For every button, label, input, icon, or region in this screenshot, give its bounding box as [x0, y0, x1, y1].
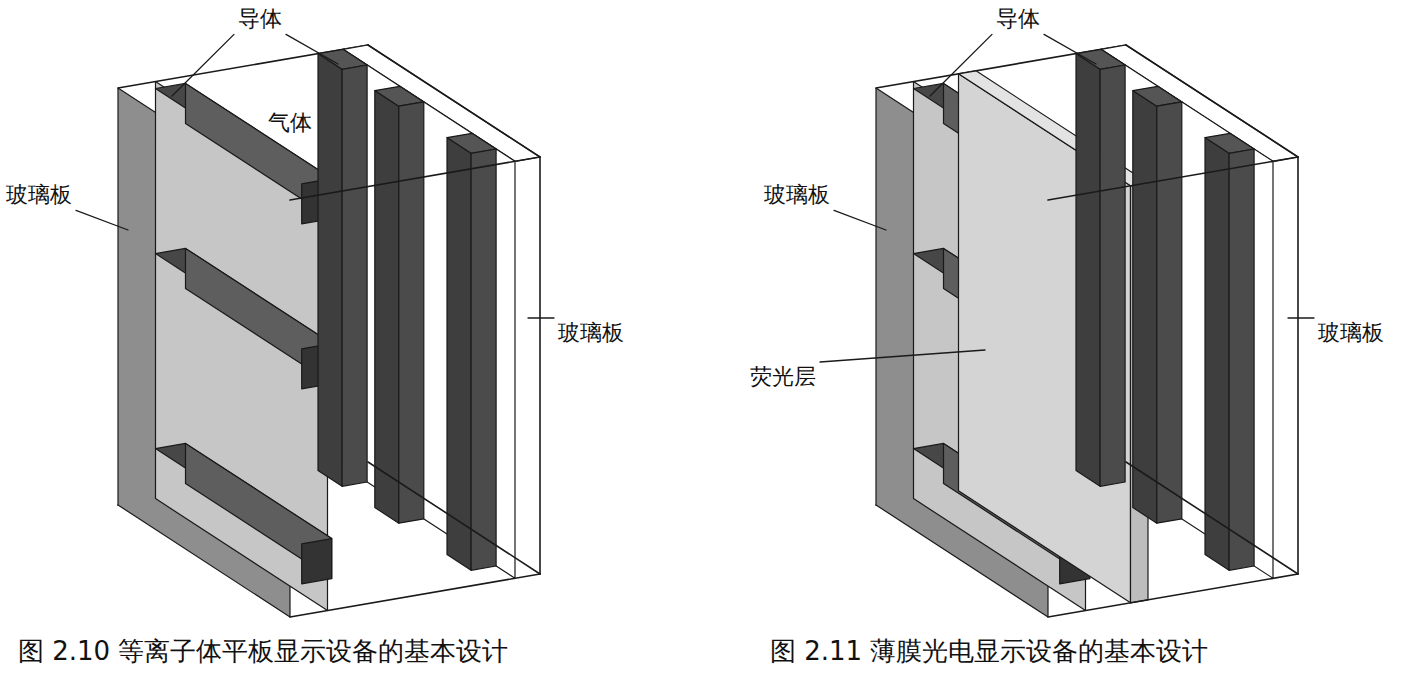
conductor-bar — [471, 149, 496, 570]
glass-plate — [343, 49, 515, 578]
conductor-bar — [1157, 102, 1182, 523]
conductor-bar — [1205, 138, 1229, 571]
conductor-bar — [1100, 65, 1125, 486]
housing-edge — [290, 157, 540, 200]
leader-line — [1288, 317, 1314, 318]
housing-edge — [1126, 45, 1298, 157]
part-label: 导体 — [238, 6, 282, 32]
housing-edge — [539, 157, 541, 574]
part-label: 玻璃板 — [764, 182, 830, 208]
conductor-bar — [318, 54, 342, 487]
leader-line — [172, 34, 234, 96]
leader-line — [528, 317, 554, 318]
conductor-bar — [1076, 54, 1100, 487]
part-label: 导体 — [996, 6, 1040, 32]
part-label: 玻璃板 — [558, 320, 624, 346]
housing-edge — [368, 462, 540, 574]
conductor-bar — [302, 539, 332, 584]
part-label: 气体 — [268, 110, 312, 136]
conductor-bar — [375, 91, 399, 524]
conductor-bar — [1133, 91, 1157, 524]
part-label: 玻璃板 — [6, 182, 72, 208]
housing-edge — [368, 45, 540, 157]
part-label: 玻璃板 — [1318, 320, 1384, 346]
leader-line — [834, 210, 886, 230]
leader-line — [930, 34, 992, 96]
housing-edge — [1297, 157, 1299, 574]
leader-line — [1044, 34, 1096, 64]
housing-edge — [1126, 462, 1298, 574]
housing-edge — [1048, 157, 1298, 200]
housing-edge — [1048, 574, 1298, 617]
part-label: 荧光层 — [750, 364, 816, 390]
figure-caption: 图 2.10 等离子体平板显示设备的基本设计 — [18, 636, 508, 667]
conductor-bar — [447, 138, 471, 571]
housing-edge — [290, 574, 540, 617]
conductor-bar — [399, 102, 424, 523]
conductor-bar — [1229, 149, 1254, 570]
leader-line — [76, 210, 128, 230]
leader-line — [820, 350, 985, 362]
conductor-bar — [342, 65, 367, 486]
figure-caption: 图 2.11 薄膜光电显示设备的基本设计 — [770, 636, 1208, 667]
leader-line — [286, 34, 338, 64]
